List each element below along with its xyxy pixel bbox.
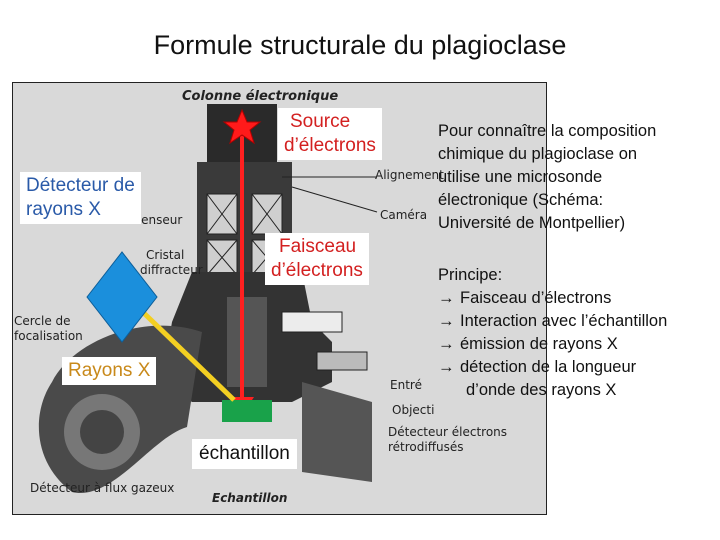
principe-item: →Interaction avec l’échantillon [438, 310, 667, 333]
xray-label: Rayons X [62, 357, 157, 385]
description-block: Pour connaître la composition chimique d… [438, 122, 657, 232]
source-label: Source d’électrons [278, 108, 382, 160]
label-cristal-2: diffracteur [140, 263, 203, 277]
column-header-label: Colonne électronique [182, 89, 338, 104]
principe-block: Principe: →Faisceau d’électrons →Interac… [438, 264, 667, 402]
slide-title: Formule structurale du plagioclase [153, 30, 567, 60]
label-camera: Caméra [380, 208, 427, 222]
label-echantillon-bottom: Echantillon [212, 491, 287, 505]
label-objectif: Objecti [392, 403, 434, 417]
beam-label: Faisceau d’électrons [265, 233, 369, 285]
label-detecteur-electrons-2: rétrodiffusés [388, 440, 463, 454]
label-entree: Entré [390, 378, 422, 392]
arrow-icon: → [438, 335, 455, 353]
arrow-icon: → [438, 312, 455, 330]
arrow-icon: → [438, 289, 455, 307]
arrow-icon: → [438, 358, 455, 376]
principe-item: →détection de la longueur [438, 356, 667, 379]
principe-item: →Faisceau d’électrons [438, 287, 667, 310]
label-cristal-1: Cristal [146, 248, 184, 262]
source-star-icon [222, 108, 262, 145]
label-alignement: Alignement [375, 168, 444, 182]
xray-detector-shape [86, 251, 158, 343]
principe-item: →émission de rayons X [438, 333, 667, 356]
label-detecteur-electrons-1: Détecteur électrons [388, 425, 507, 439]
label-cercle-1: Cercle de [14, 314, 71, 328]
label-detecteur-flux: Détecteur à flux gazeux [30, 481, 174, 495]
sample-label: échantillon [192, 439, 297, 469]
detector-label: Détecteur de rayons X [20, 172, 141, 224]
principe-continuation: d’onde des rayons X [466, 381, 617, 399]
label-cercle-2: focalisation [14, 329, 83, 343]
principe-heading: Principe: [438, 266, 503, 284]
sample-block [222, 400, 272, 422]
